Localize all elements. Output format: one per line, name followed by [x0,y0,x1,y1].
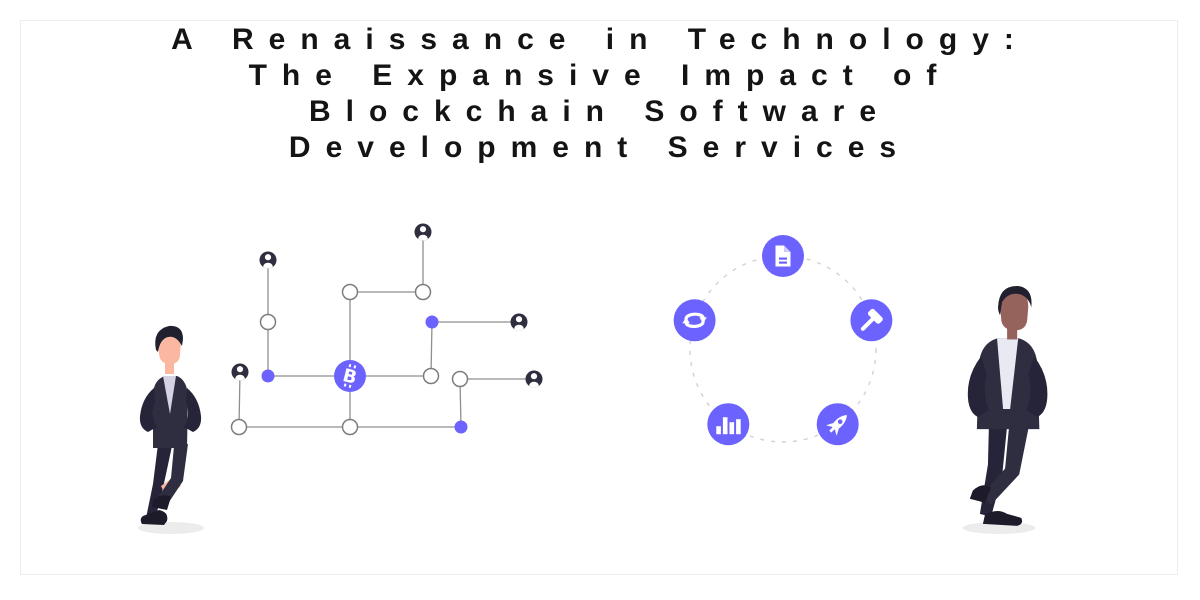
page-title: A Renaissance in Technology: The Expansi… [0,22,1200,166]
user-node-icon [231,363,249,381]
left-person-jacket [153,376,188,448]
network-edge [430,321,433,377]
title-line-1: A Renaissance in Technology: [171,23,1029,56]
user-node-icon [259,251,277,269]
filled-node [261,369,275,383]
right-person-hair [998,285,1032,316]
left-person-right-arm [184,388,202,432]
right-person-illustration [962,285,1048,534]
document-icon [762,235,804,277]
left-person-back-leg [146,444,172,520]
hero-card [20,20,1178,575]
title-line-4: Development Services [288,131,912,164]
title-line-3: Blockchain Software [308,95,892,128]
left-person-hair [155,325,183,352]
right-person-left-arm [967,356,989,418]
sync-icon [673,299,716,342]
right-person-right-leg [981,424,1030,505]
network-edge [238,371,241,428]
user-node-icon [510,313,528,331]
left-person-shadow [138,522,204,534]
user-node-icon [525,370,543,388]
left-person-shirt [163,376,176,414]
hammer-icon [850,299,893,342]
bar-chart-icon [707,403,750,446]
blockchain-network-diagram: B [230,223,543,436]
right-person-shoe-bottom [982,511,1023,526]
open-node [422,367,440,385]
title-line-2: The Expansive Impact of [248,59,952,92]
left-person-shoe-front [140,510,168,525]
open-node [414,283,432,301]
right-person-shirt [997,338,1019,409]
cycle-dashed-ring [689,255,877,443]
right-person-left-leg [979,424,1008,517]
bitcoin-icon: B [334,360,366,392]
svg-text:B: B [341,365,359,389]
open-node [230,418,248,436]
left-person-left-arm [139,388,157,432]
open-node [451,370,469,388]
left-person-shoe-cross [152,495,171,510]
filled-node [425,315,439,329]
right-person-shoe-cross [969,485,991,503]
open-node [341,283,359,301]
right-person-neck [1007,323,1018,340]
left-person-neck [165,362,174,374]
left-person-illustration [138,325,204,534]
filled-node [454,420,468,434]
user-node-icon [414,223,432,241]
right-person-head [1000,290,1029,331]
rocket-icon [816,403,859,446]
open-node [259,313,277,331]
development-cycle-diagram [673,235,893,446]
left-person-front-leg [155,444,188,508]
open-node [341,418,359,436]
right-person-right-arm [1026,356,1048,418]
